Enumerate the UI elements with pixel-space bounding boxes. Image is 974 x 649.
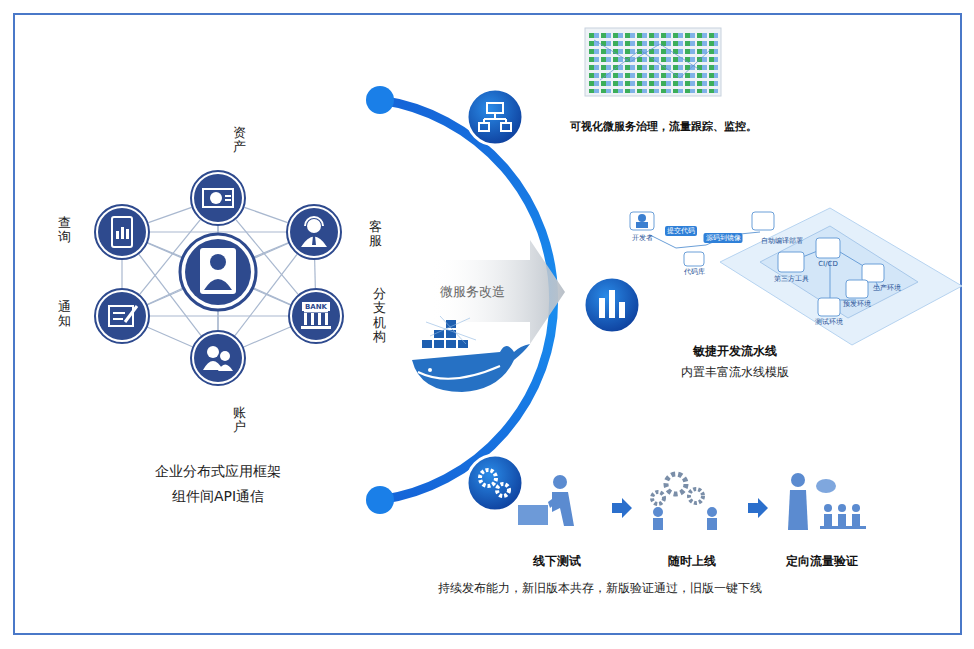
pipeline-tag: 源码到镜像 [704,233,743,243]
center-person [180,234,256,310]
pipeline-label: 自动编译部署 [761,236,803,246]
pipeline-label: 第三方工具 [774,274,809,284]
pipeline-label: CI/CD [818,260,838,268]
pipeline-label: 生产环境 [873,283,901,293]
step-label: 定向流量验证 [786,553,858,570]
circle-icon [190,170,246,226]
component-circle: 客服 [286,204,342,260]
mesh-link [314,260,316,288]
component-label: 通知 [58,300,71,329]
mesh-link [148,207,191,222]
pipeline-label: 预发环境 [843,299,871,309]
component-circle: 分支机构BANK [288,288,344,344]
frame [14,14,961,634]
pipeline-tag: 提交代码 [665,226,697,236]
transform-arrow [430,240,565,344]
mesh-link [244,327,291,347]
dashboard-screenshot [585,28,721,96]
circle-icon [286,204,342,260]
component-label: 账户 [233,406,246,435]
release-illustrations [518,473,866,530]
component-circle: 通知 [94,288,150,344]
component-label: 客服 [369,220,382,249]
arrow-label: 微服务改造 [440,283,505,301]
circle-icon [288,288,344,344]
pipeline-illustration [630,208,962,345]
feature-title: 可视化微服务治理，流量跟踪、监控。 [570,119,757,134]
feature-title: 敏捷开发流水线 [693,343,777,360]
mesh-link [150,315,288,316]
component-circle: 资产 [190,170,246,226]
component-label: 资产 [233,126,246,155]
step-label: 随时上线 [668,553,716,570]
pipeline-label: 测试环境 [815,317,843,327]
mesh-link [148,327,193,347]
component-circle: 账户 [190,330,246,386]
feature-note: 内置丰富流水线模版 [681,364,789,381]
feature-note: 持续发布能力，新旧版本共存，新版验证通过，旧版一键下线 [438,580,762,597]
component-circle: 查询 [94,204,150,260]
mesh-link [121,260,122,288]
circle-icon [190,330,246,386]
caption: 企业分布式应用框架 [155,463,281,481]
pipeline-label: 开发者 [632,233,653,243]
caption: 组件间API通信 [172,488,264,506]
circle-icon [94,288,150,344]
step-label: 线下测试 [533,553,581,570]
circle-icon [94,204,150,260]
component-label: 分支机构 [373,287,386,344]
docker-whale [412,316,530,392]
pipeline-label: 代码库 [684,267,705,277]
mesh-link [244,207,287,222]
component-label: 查询 [58,216,71,245]
bank-sign: BANK [304,303,328,312]
